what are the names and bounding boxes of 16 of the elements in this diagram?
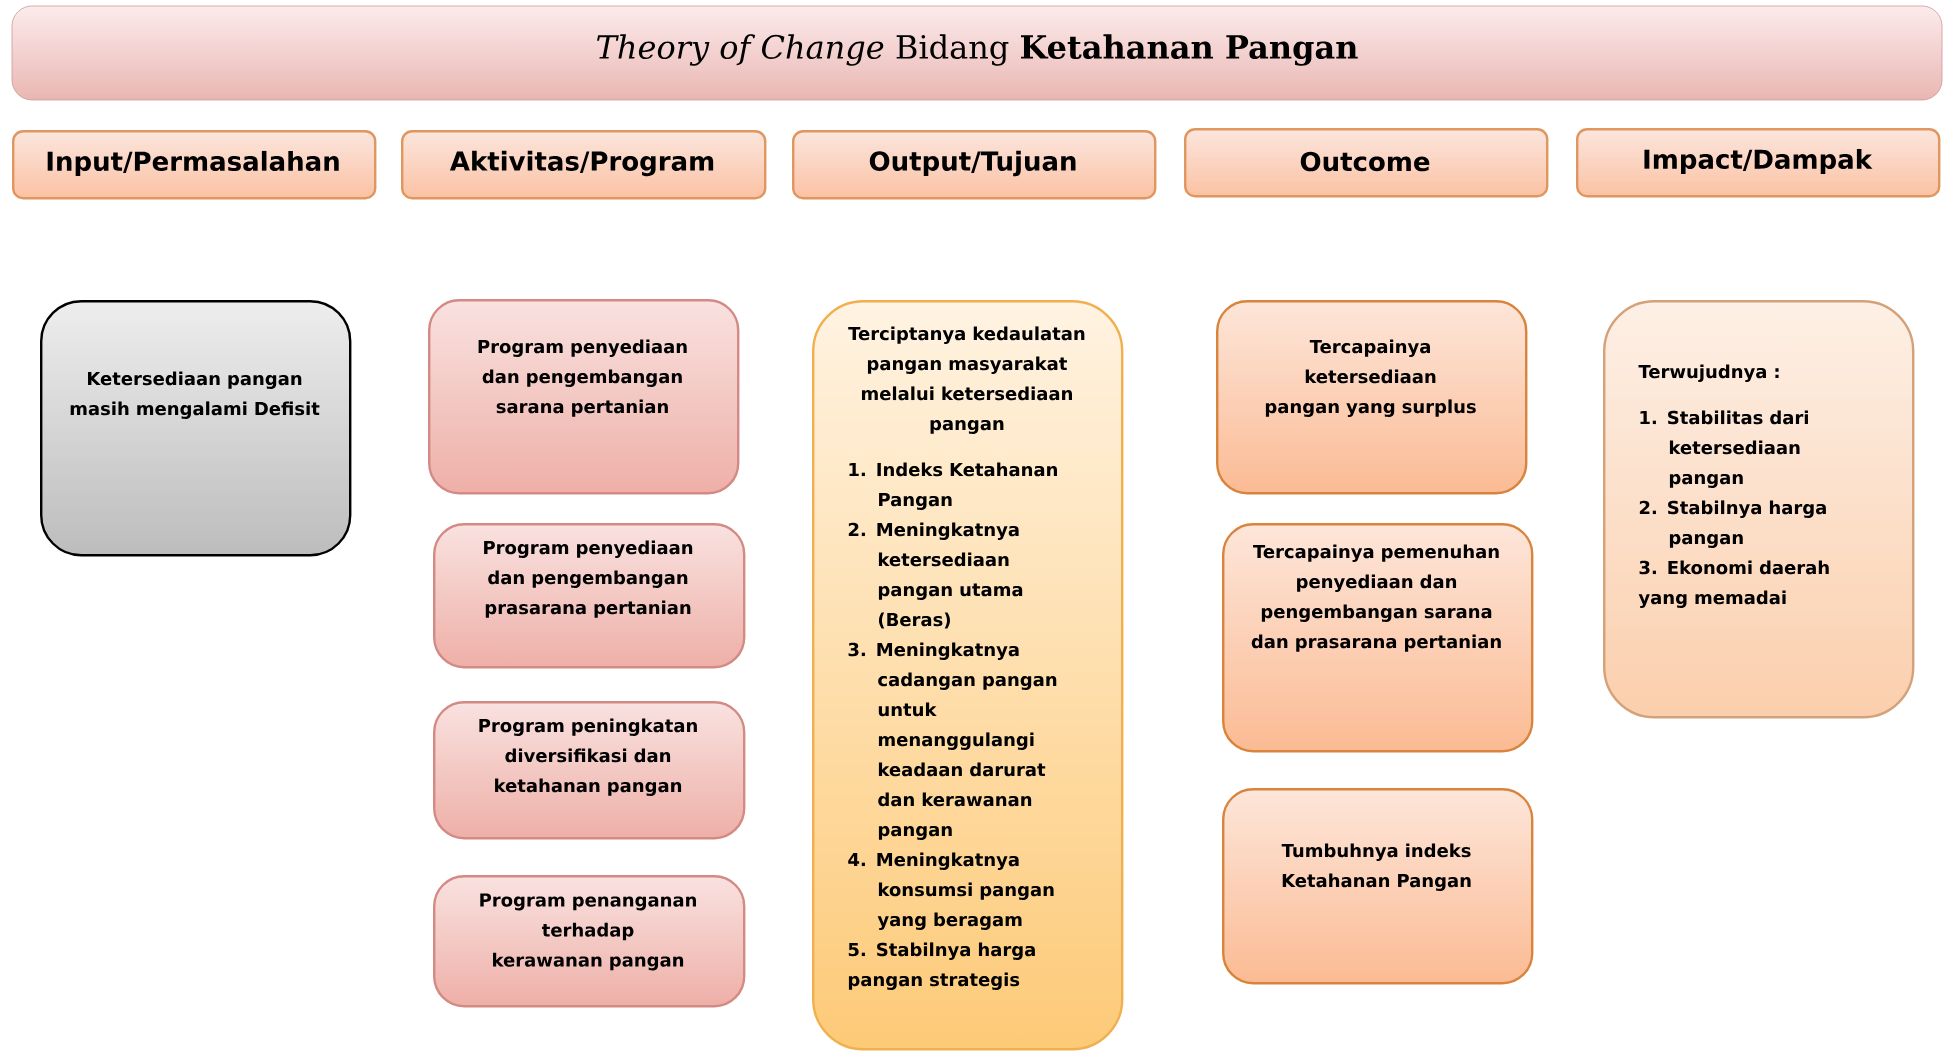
outcome-box: Tercapainya ketersediaan pangan yang surplus bbox=[1216, 300, 1528, 495]
program-box: Program penanganan terhadap kerawanan pangan bbox=[433, 875, 746, 1008]
outcome-box: Tercapainya pemenuhan penyediaan dan pengembangan sarana dan prasarana pertanian bbox=[1222, 523, 1534, 753]
outcome-box: Tumbuhnya indeks Ketahanan Pangan bbox=[1222, 788, 1534, 985]
problem-box: Ketersediaan pangan masih mengalami Defisit bbox=[40, 300, 352, 557]
program-box: Program peningkatan diversifikasi dan ketahanan pangan bbox=[433, 701, 746, 840]
column-header: Output/Tujuan bbox=[792, 130, 1157, 200]
column-header: Input/Permasalahan bbox=[12, 130, 377, 200]
output-box: Terciptanya kedaulatan pangan masyarakat melalui ketersediaan pangan 1. Indeks Ketahanan Pangan 2. Meningkatnya ketersediaan pangan utama (Beras) 3. Meningkatnya cadangan pangan untuk menanggulangi keadaan darurat dan kerawanan pangan 4. Meningkatnya konsumsi pangan yang beragam 5. Stabilnya harga pangan strategis bbox=[812, 300, 1124, 1051]
column-header: Outcome bbox=[1184, 128, 1549, 198]
column-header: Aktivitas/Program bbox=[401, 130, 767, 200]
program-box: Program penyediaan dan pengembangan sarana pertanian bbox=[428, 299, 740, 495]
program-box: Program penyediaan dan pengembangan prasarana pertanian bbox=[433, 523, 746, 669]
impact-box: Terwujudnya : 1. Stabilitas dari ketersediaan pangan 2. Stabilnya harga pangan 3. Ekonomi daerah yang memadai bbox=[1603, 300, 1915, 719]
title-banner: Theory of Change Bidang Ketahanan Pangan bbox=[11, 5, 1943, 101]
column-header: Impact/Dampak bbox=[1576, 128, 1941, 198]
